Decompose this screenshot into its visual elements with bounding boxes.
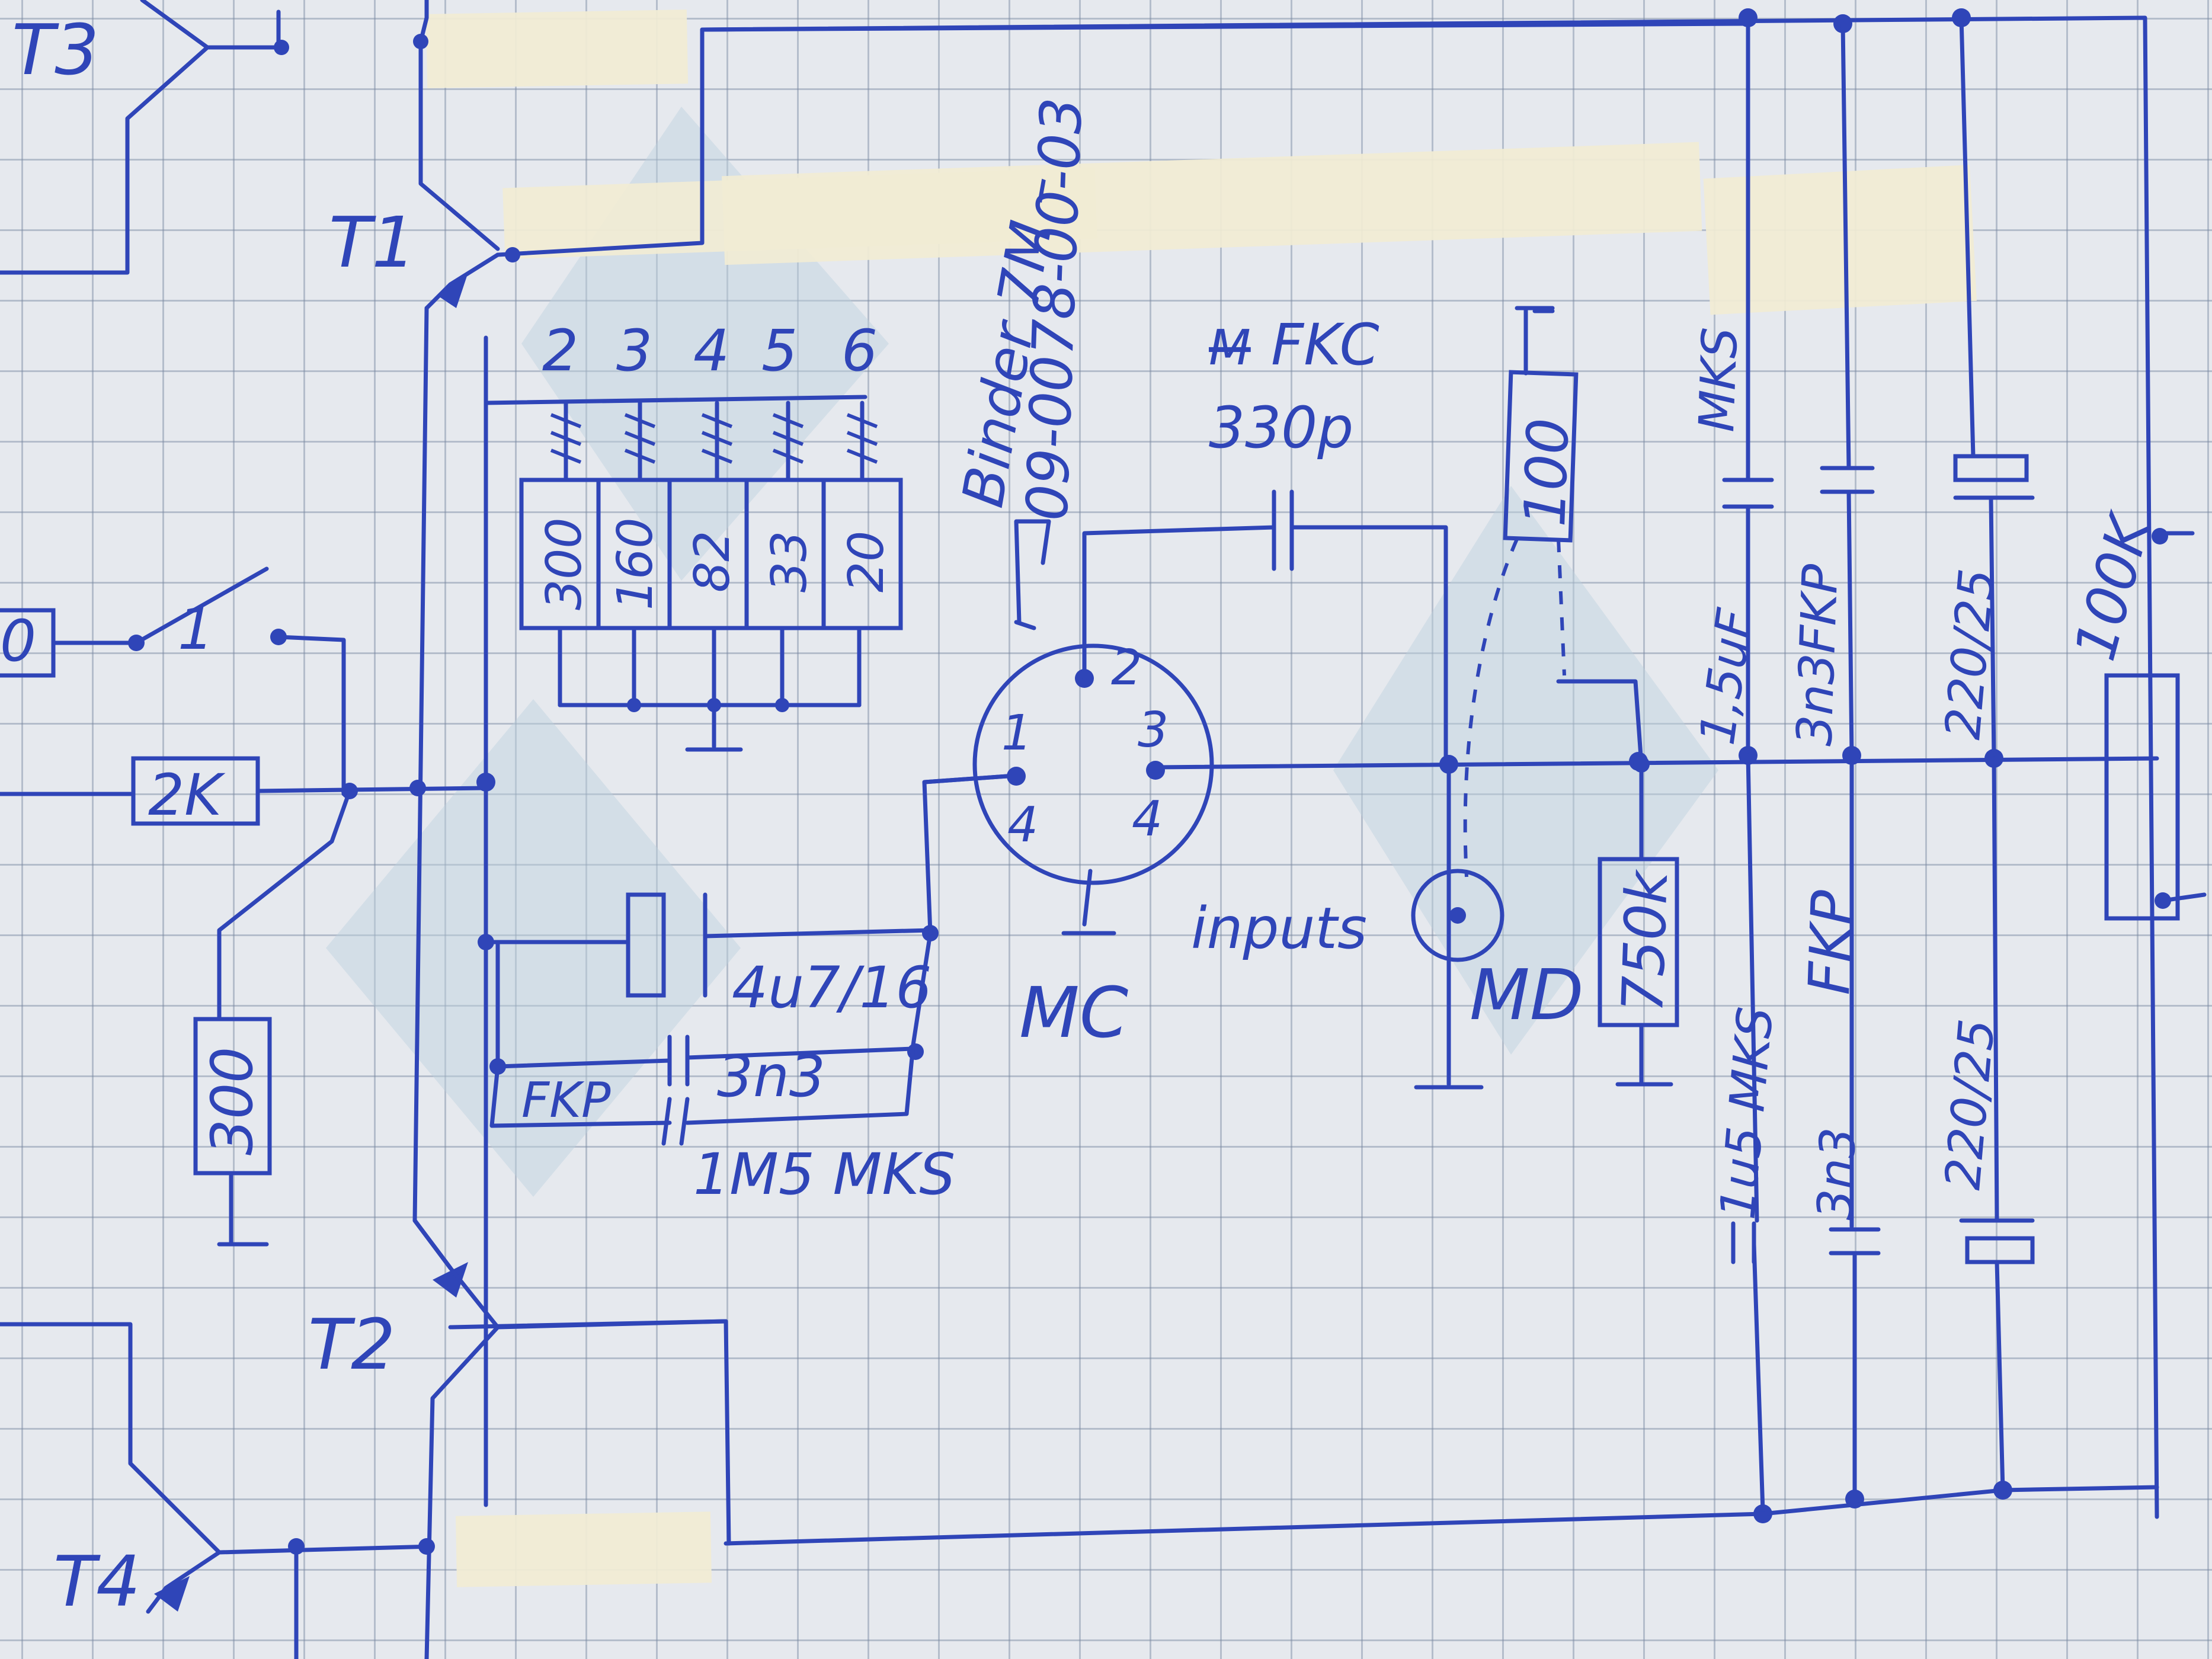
cap-top-value: 330p (1209, 395, 1353, 461)
masking-tape (425, 9, 1977, 1587)
transistor-t2 (412, 1218, 728, 1659)
selector-pos-5: 5 (761, 318, 798, 384)
selector-pos-6: 6 (841, 318, 878, 384)
fkp-3n3-type: FKP (521, 1072, 611, 1129)
cap-column-elco (1953, 15, 2035, 1500)
cap-column-fkp (1820, 21, 1881, 1509)
elco-4u7-label: 4u7/16 (732, 955, 932, 1021)
cap-right-top-3n3: 3n3FKP (1787, 563, 1849, 747)
cap-right-top-1u5: 1,5uF (1689, 604, 1764, 748)
connector-pin-3: 3 (1138, 702, 1169, 758)
cap-column-mks (1722, 15, 1774, 1523)
binder-connector (922, 489, 1448, 936)
label-t2: T2 (308, 1304, 395, 1385)
selector-res-82: 82 (684, 531, 741, 592)
resistor-100k (2104, 528, 2207, 921)
switch-area (0, 566, 346, 796)
connector-pin-1: 1 (1001, 705, 1032, 761)
switch-contact-label: 1 (178, 596, 214, 662)
selector-pos-4: 4 (693, 318, 729, 384)
mks-1m5-label: 1M5 MKS (693, 1141, 955, 1208)
resistor-300-label: 300 (199, 1047, 265, 1155)
resistor-100-label: 100 (1512, 417, 1582, 528)
selector-res-160: 160 (607, 517, 664, 610)
mc-label: MC (1019, 972, 1128, 1053)
md-label: MD (1470, 954, 1584, 1036)
selector-res-300: 300 (536, 517, 593, 610)
label-t3: T3 (12, 9, 99, 91)
label-t4: T4 (53, 1540, 140, 1622)
connector-pin-4-a: 4 (1007, 797, 1038, 853)
selector-pos-3: 3 (616, 318, 652, 384)
cap-right-top-mks: MKS (1689, 326, 1749, 433)
cap-right-bot-1u5: 1u5 MKS (1710, 1005, 1784, 1222)
cap-right-bot-fkp: FKP (1796, 889, 1866, 996)
bottom-rail (448, 1319, 2159, 1546)
feedback-caps (478, 774, 1010, 1146)
switch-off-label: 0 (0, 608, 36, 674)
md-input (1411, 306, 1650, 1090)
selector-switch (484, 395, 903, 784)
selector-res-33: 33 (761, 531, 818, 592)
inputs-label: inputs (1191, 895, 1367, 962)
connector-pin-4-b: 4 (1132, 791, 1163, 847)
resistor-2k-branch (0, 756, 495, 1247)
connector-pin-2: 2 (1111, 640, 1142, 696)
selector-res-20: 20 (838, 531, 895, 592)
transistor-t4 (0, 1322, 435, 1659)
selector-pos-2: 2 (542, 318, 578, 384)
label-t1: T1 (329, 201, 416, 283)
cap-right-bot-3n3: 3n3 (1807, 1126, 1867, 1221)
cap-top-struck: M (1209, 320, 1251, 376)
fkp-3n3-value: 3n3 (717, 1043, 825, 1110)
resistor-750k (1598, 762, 1679, 1087)
cap-top-type: FKC (1271, 312, 1379, 378)
connector-title-line2: 09-0078-00-03 (1014, 97, 1095, 522)
resistor-750k-label: 750k (1609, 868, 1680, 1014)
resistor-2k-label: 2K (148, 762, 226, 828)
